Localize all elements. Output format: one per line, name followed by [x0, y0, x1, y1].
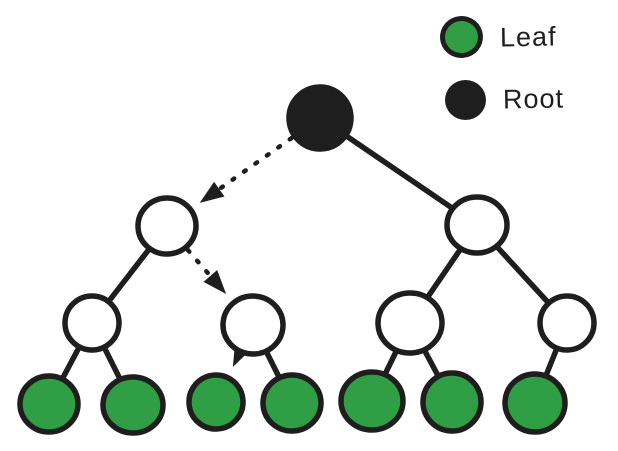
root-node-root [286, 84, 354, 152]
internal-node-R [444, 194, 510, 256]
internal-node-RR [537, 293, 597, 353]
traversal-arrows-layer [185, 135, 294, 367]
tree-nodes-layer [17, 84, 597, 436]
root-swatch-icon [445, 80, 486, 120]
legend-label-root: Root [502, 82, 565, 115]
internal-node-LR [220, 293, 286, 357]
internal-node-L [135, 195, 199, 257]
traversal-arrow-L-LR [185, 247, 227, 295]
legend: Leaf Root [438, 14, 564, 140]
traversal-arrow-LR-leaf3 [232, 341, 252, 367]
leaf-node-leaf4 [260, 372, 324, 434]
leaf-node-leaf2 [100, 374, 166, 436]
internal-node-LL [62, 293, 122, 353]
leaf-node-leaf1 [17, 373, 81, 435]
leaf-swatch-icon [438, 14, 485, 60]
tree-edges-layer [46, 115, 570, 408]
leaf-node-leaf7 [502, 371, 568, 435]
legend-item-leaf: Leaf [438, 14, 564, 60]
legend-label-leaf: Leaf [499, 21, 557, 52]
internal-node-RL [375, 290, 445, 356]
leaf-node-leaf3 [186, 372, 246, 432]
legend-item-root: Root [440, 78, 564, 120]
leaf-node-leaf6 [420, 370, 484, 434]
leaf-node-leaf5 [338, 369, 406, 433]
traversal-arrow-root-L [199, 135, 294, 203]
